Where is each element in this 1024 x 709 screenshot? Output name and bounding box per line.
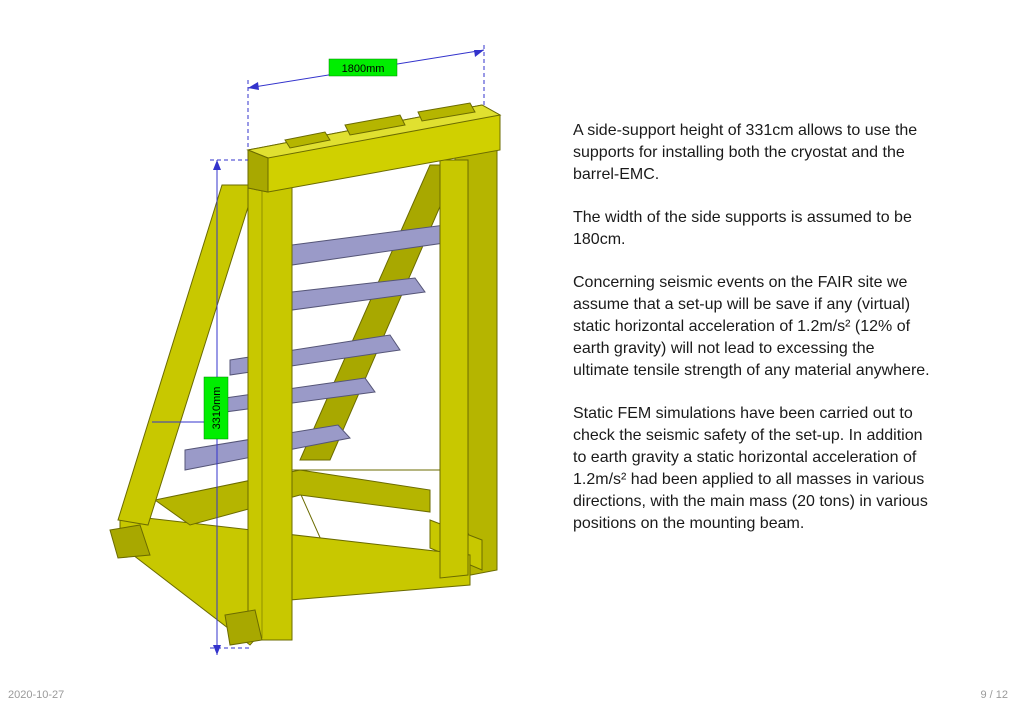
footer-date: 2020-10-27 [8,689,65,701]
bottom-beam-inner [153,469,431,526]
description-text: A side-support height of 331cm allows to… [573,120,933,556]
top-bracket-middle [344,114,406,136]
paragraph-seismic: Concerning seismic events on the FAIR si… [573,274,930,379]
paragraph-height: A side-support height of 331cm allows to… [573,122,918,183]
top-bracket-left [284,131,331,149]
top-bracket-right [417,102,476,122]
paragraph-fem: Static FEM simulations have been carried… [573,405,928,532]
paragraph-width: The width of the side supports is assume… [573,209,912,248]
height-dimension: 3310mm [152,159,250,655]
support-structure-drawing: 1800mm 3310mm [109,45,502,655]
front-right-column [439,159,469,579]
height-dimension-label-box [203,376,229,440]
foot-front [224,609,263,646]
shelf-2 [291,277,426,311]
bottom-beam-front [119,514,471,646]
page-number: 9 / 12 [980,689,1008,701]
back-diagonal-brace [299,164,459,461]
height-dimension-label: 3310mm [211,387,223,430]
width-dimension-label-box [328,58,398,77]
width-dimension: 1800mm [247,45,485,150]
width-dimension-label: 1800mm [342,63,385,75]
foot-left [109,524,151,559]
shelf-1 [291,224,467,266]
front-left-column [247,184,293,641]
front-diagonal-brace [117,184,256,526]
